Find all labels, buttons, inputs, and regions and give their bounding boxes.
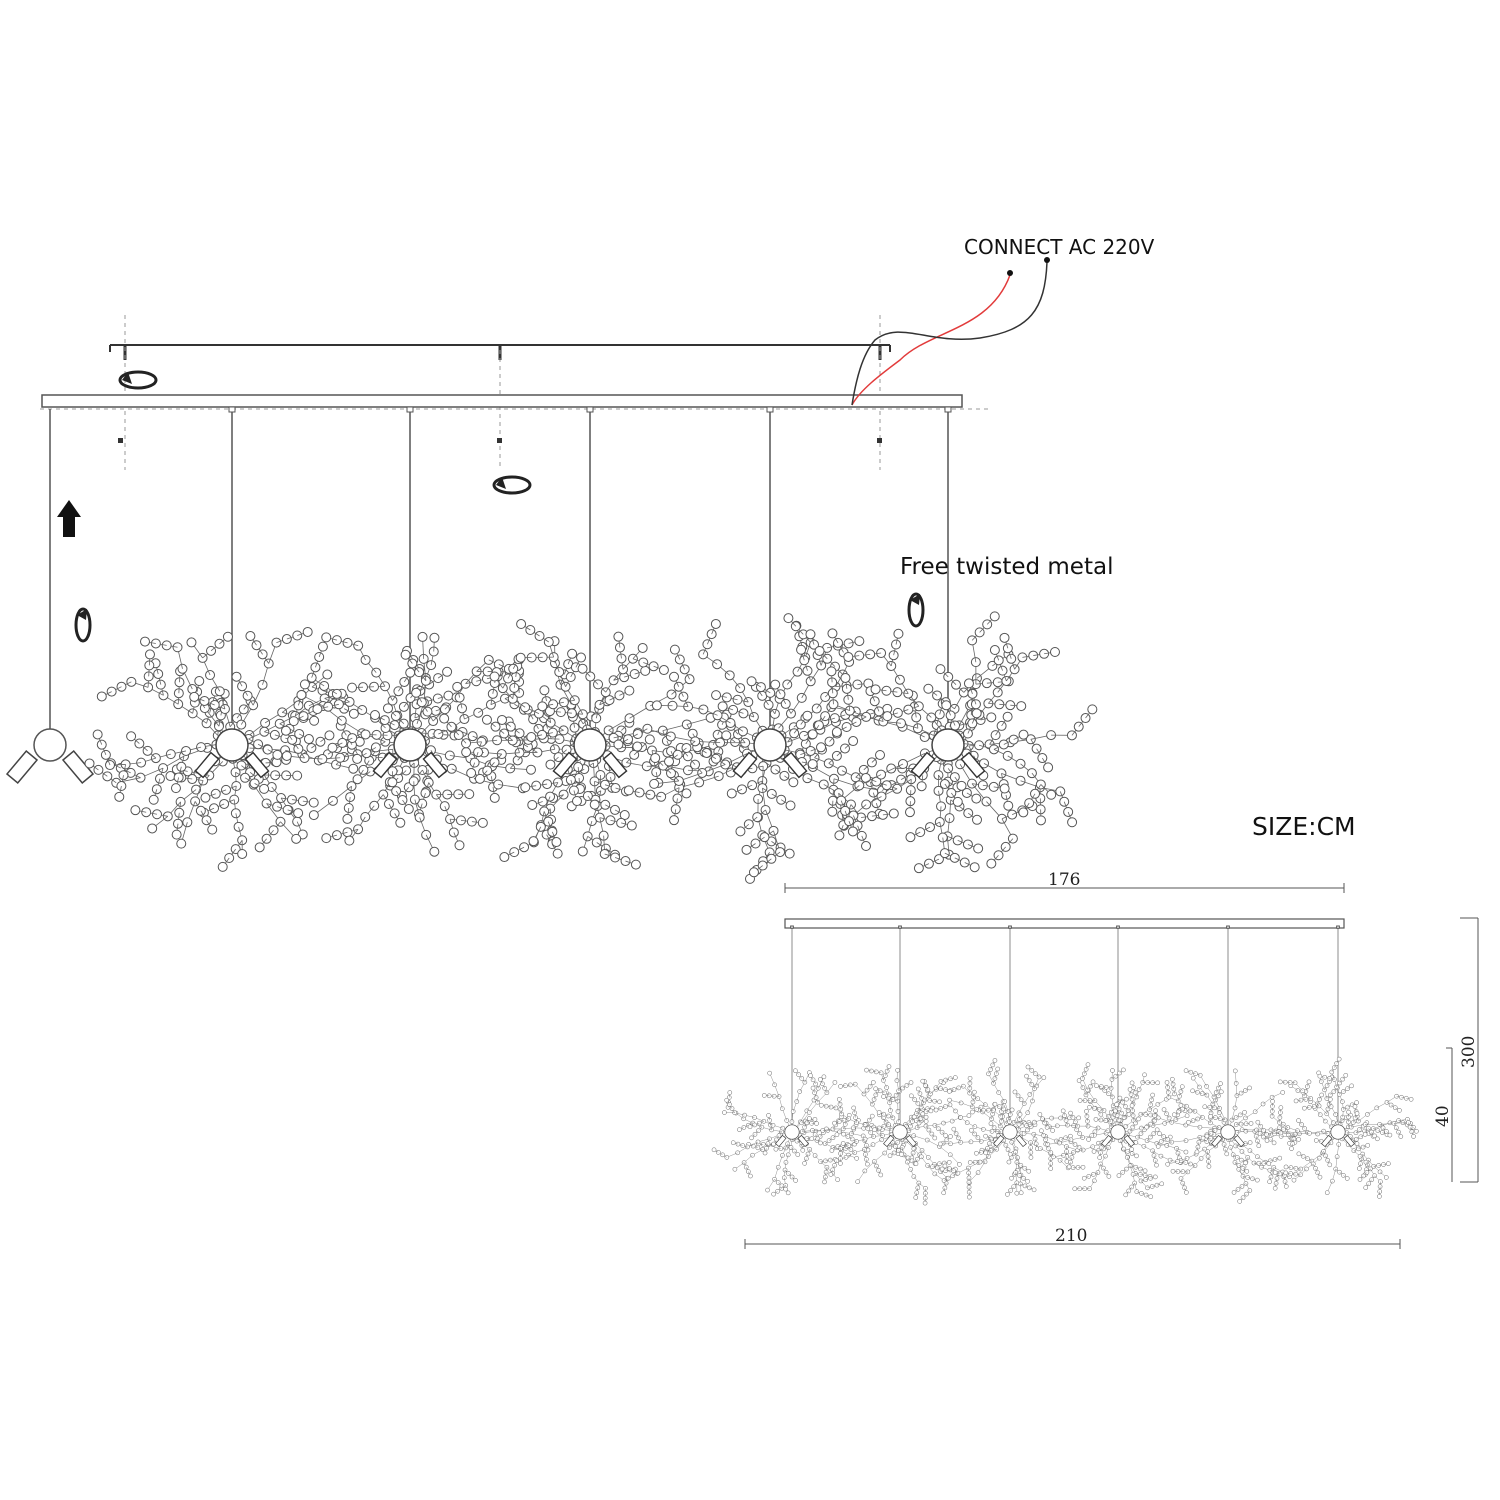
- rod-connector: [228, 406, 236, 413]
- bulb-icon: [372, 751, 398, 779]
- canopy-width-dimension: 176: [1048, 870, 1081, 890]
- bulb-icon: [905, 1134, 917, 1148]
- bulb-icon: [732, 751, 758, 779]
- rotate-icon: [74, 607, 92, 643]
- rod-connector: [944, 406, 952, 413]
- rotate-icon: [907, 592, 925, 628]
- bulb-hub: [573, 728, 607, 762]
- cluster-height-dimension: 40: [1433, 1105, 1453, 1127]
- total-width-dimension: 210: [1055, 1226, 1088, 1246]
- rotate-icon: [492, 475, 532, 495]
- bulb-icon: [1233, 1134, 1245, 1148]
- fixing-point: [877, 438, 882, 443]
- bulb-icon: [960, 751, 986, 779]
- bulb-icon: [910, 751, 936, 779]
- neutral-wire: [851, 261, 1048, 406]
- bulb-icon: [1211, 1134, 1223, 1148]
- wire-end: [1044, 257, 1050, 263]
- bulb-hub: [1110, 1124, 1126, 1140]
- size-unit-label: SIZE:CM: [1252, 812, 1356, 841]
- bulb-hub: [393, 728, 427, 762]
- rod-connector: [1008, 925, 1012, 929]
- total-height-dimension: 300: [1459, 1035, 1479, 1068]
- rod-connector: [1116, 925, 1120, 929]
- rod-connector: [898, 925, 902, 929]
- free-twisted-metal-label: Free twisted metal: [900, 554, 1114, 580]
- bulb-hub: [1220, 1124, 1236, 1140]
- main-bar: [41, 394, 963, 408]
- small-bubble-clusters: [711, 1056, 1419, 1206]
- bulb-icon: [1101, 1134, 1113, 1148]
- bulb-icon: [602, 751, 628, 779]
- bubble-clusters: [84, 611, 1098, 884]
- pendant-detail: [5, 409, 95, 785]
- rotate-icon: [118, 370, 158, 390]
- rod-connector: [766, 406, 774, 413]
- rod-connector: [1336, 925, 1340, 929]
- dimension-lines: [744, 883, 1479, 1249]
- bulb-icon: [422, 751, 448, 779]
- connect-ac-label: CONNECT AC 220V: [964, 235, 1155, 259]
- fixing-point: [497, 438, 502, 443]
- rod-connector: [586, 406, 594, 413]
- bubble-cluster: [933, 1058, 1086, 1200]
- bubble-cluster: [807, 611, 1098, 874]
- bulb-hub: [215, 728, 249, 762]
- rod-connector: [406, 406, 414, 413]
- bulb-icon: [1321, 1134, 1333, 1148]
- live-wire: [851, 274, 1011, 406]
- bulb-icon: [775, 1134, 787, 1148]
- bulb-hub: [931, 728, 965, 762]
- bulb-icon: [782, 751, 808, 779]
- bulb-icon: [1015, 1134, 1027, 1148]
- rod-connector: [1226, 925, 1230, 929]
- bulb-hub: [1330, 1124, 1346, 1140]
- bulb-icon: [993, 1134, 1005, 1148]
- bulb-hub: [1002, 1124, 1018, 1140]
- bulb-hub: [753, 728, 787, 762]
- bulb-icon: [1123, 1134, 1135, 1148]
- bubble-cluster: [439, 619, 732, 870]
- fixing-point: [118, 438, 123, 443]
- bulb-icon: [552, 751, 578, 779]
- wire-end: [1007, 270, 1013, 276]
- bulb-icon: [883, 1134, 895, 1148]
- up-arrow-icon: [57, 500, 81, 537]
- bulb-icon: [244, 751, 270, 779]
- bulb-hub: [784, 1124, 800, 1140]
- bulb-hub: [892, 1124, 908, 1140]
- small-main-bar: [784, 918, 1345, 929]
- bubble-cluster: [280, 631, 539, 857]
- small-pendant-drops: [790, 925, 1340, 1125]
- bulb-icon: [1343, 1134, 1355, 1148]
- guide-lines: [40, 315, 990, 470]
- rod-connector: [790, 925, 794, 929]
- bulb-icon: [797, 1134, 809, 1148]
- bulb-icon: [194, 751, 220, 779]
